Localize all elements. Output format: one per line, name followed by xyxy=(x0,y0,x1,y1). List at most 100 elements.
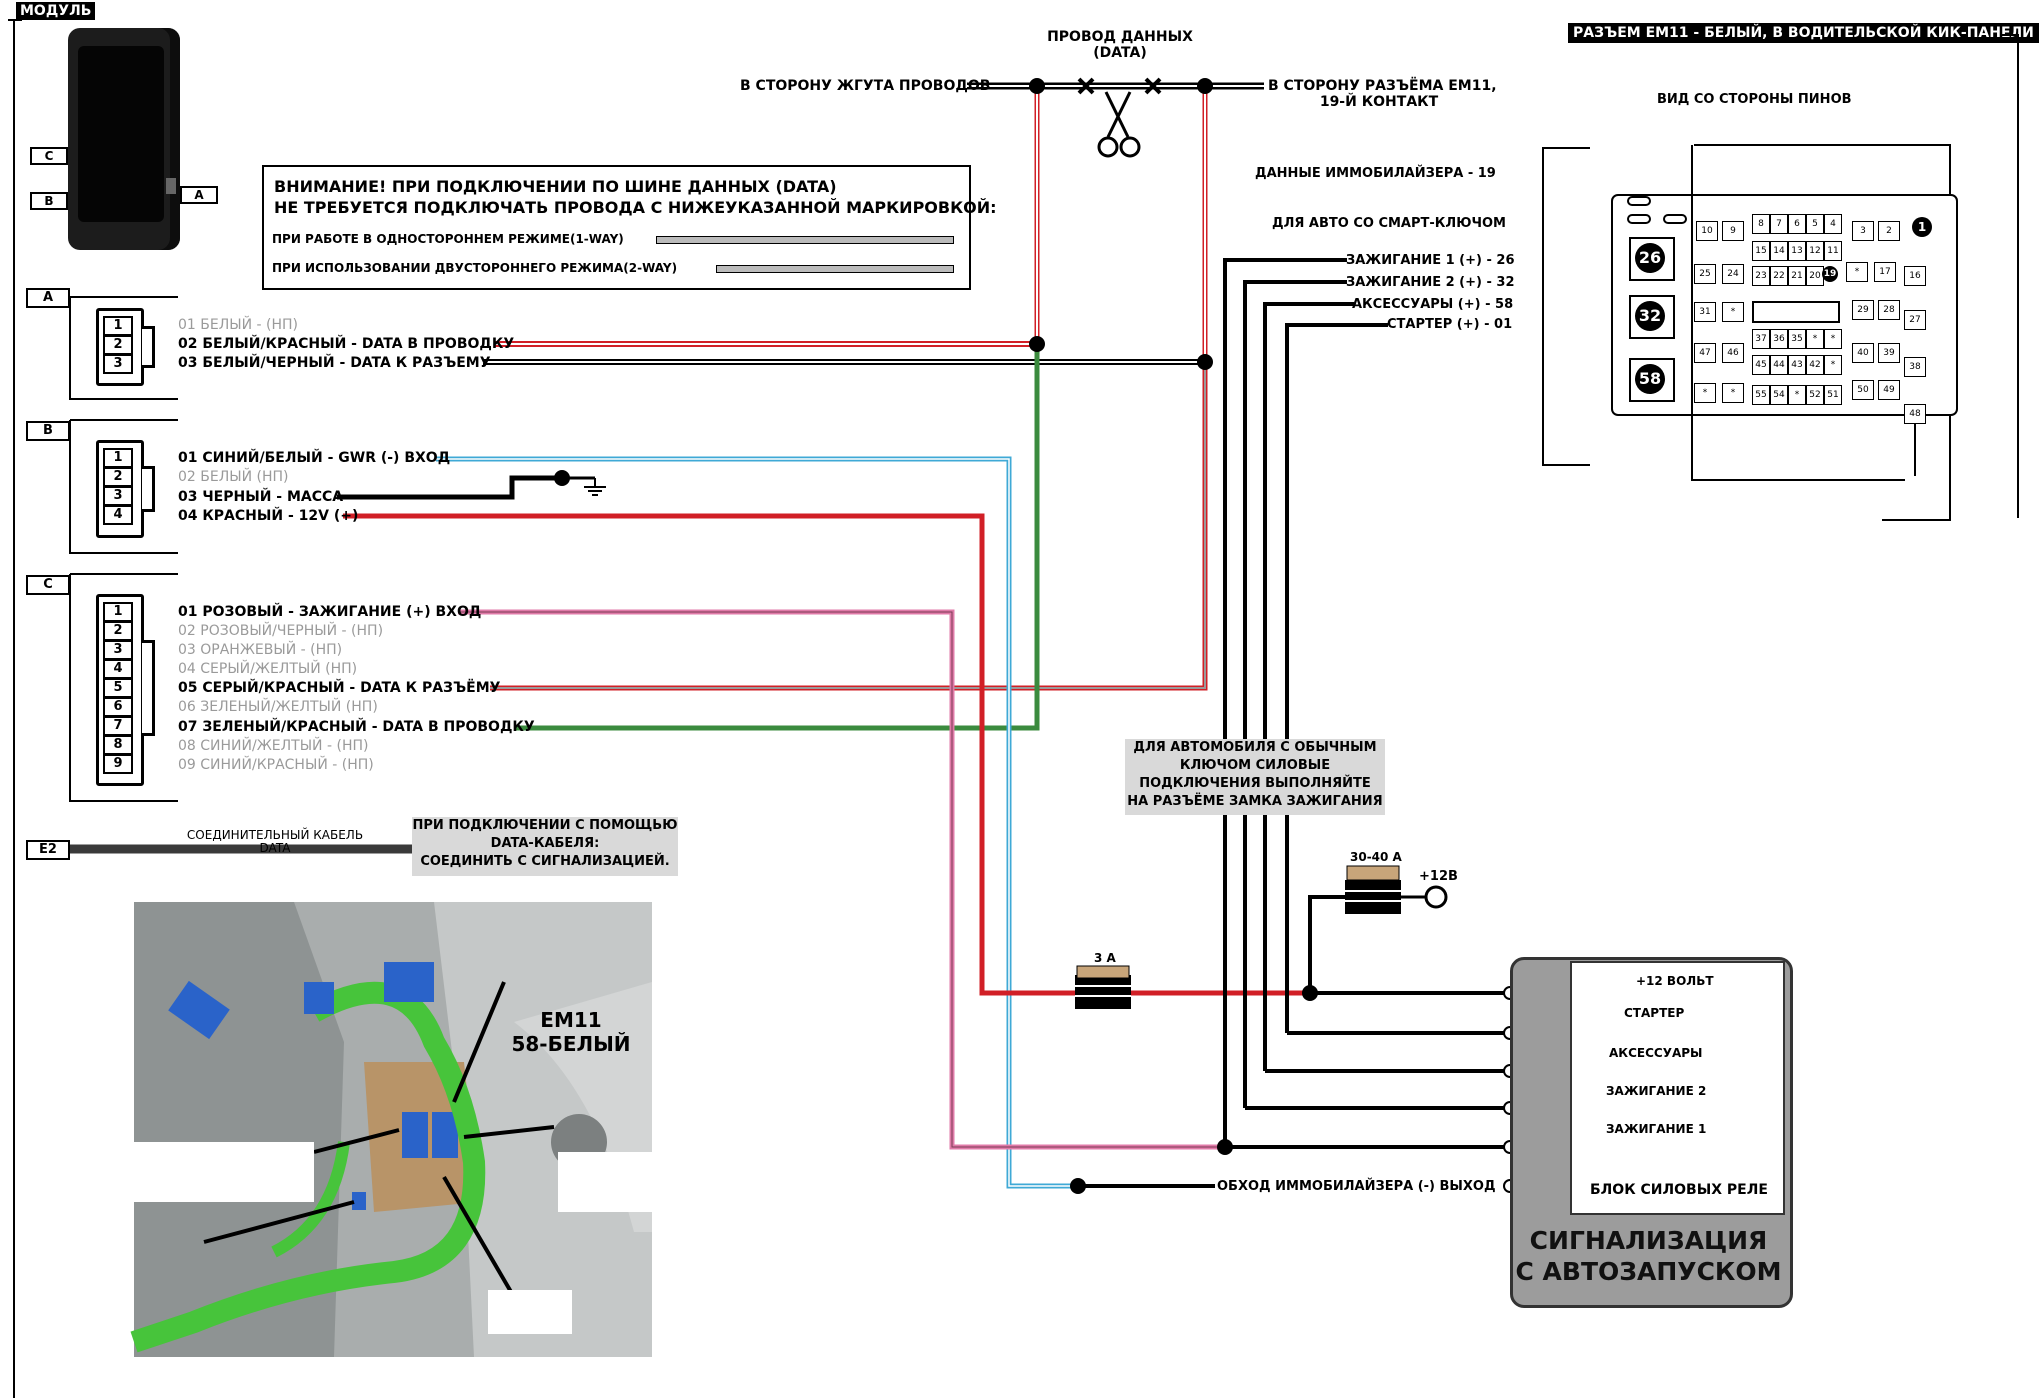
wire-label-c6: 06 ЗЕЛЕНЫЙ/ЖЕЛТЫЙ (НП) xyxy=(178,699,378,715)
fuse-30a-icon xyxy=(1345,865,1401,914)
em11-big-pin: 32 xyxy=(1635,301,1665,331)
photo-label-line2: 58-БЕЛЫЙ xyxy=(511,1032,631,1056)
e2-note-line1: ПРИ ПОДКЛЮЧЕНИИ С ПОМОЩЬЮ xyxy=(412,818,678,833)
em11-cell: 37 xyxy=(1752,329,1770,349)
ign1-label: ЗАЖИГАНИЕ 1 (+) - 26 xyxy=(1346,253,1515,268)
acc-label: АКСЕССУАРЫ (+) - 58 xyxy=(1352,297,1514,312)
regular-key-note: ДЛЯ АВТОМОБИЛЯ С ОБЫЧНЫМ КЛЮЧОМ СИЛОВЫЕ … xyxy=(1125,739,1385,815)
regular-key-line3: ПОДКЛЮЧЕНИЯ ВЫПОЛНЯЙТЕ xyxy=(1139,776,1371,791)
fuse-small-label: 3 А xyxy=(1094,951,1116,965)
to-harness-label: В СТОРОНУ ЖГУТА ПРОВОДОВ xyxy=(740,78,991,94)
warning-twoway: ПРИ ИСПОЛЬЗОВАНИИ ДВУСТОРОННЕГО РЕЖИМА(2… xyxy=(272,261,678,275)
smart-key-label: ДЛЯ АВТО СО СМАРТ-КЛЮЧОМ xyxy=(1272,216,1506,231)
to-em11-line2: 19-Й КОНТАКТ xyxy=(1319,94,1439,110)
scissors-icon xyxy=(1097,91,1141,158)
regular-key-line2: КЛЮЧОМ СИЛОВЫЕ xyxy=(1179,758,1331,773)
em11-cell: 13 xyxy=(1788,241,1806,261)
em11-big-pin: 58 xyxy=(1635,364,1665,394)
pin-c4: 4 xyxy=(103,659,133,679)
plus12-terminal xyxy=(1424,885,1448,909)
e2-note: ПРИ ПОДКЛЮЧЕНИИ С ПОМОЩЬЮ DATA-КАБЕЛЯ: С… xyxy=(412,817,678,876)
wire-label-c8: 08 СИНИЙ/ЖЕЛТЫЙ - (НП) xyxy=(178,738,369,754)
relay-ign1: ЗАЖИГАНИЕ 1 xyxy=(1606,1122,1707,1136)
relay-starter: СТАРТЕР xyxy=(1624,1006,1685,1020)
em11-cell: 54 xyxy=(1770,385,1788,405)
wire-label-c4: 04 СЕРЫЙ/ЖЕЛТЫЙ (НП) xyxy=(178,661,358,677)
e2-note-line2: DATA-КАБЕЛЯ: xyxy=(490,836,600,851)
wire-starter xyxy=(1285,323,1388,1033)
photo-mask-1 xyxy=(134,1142,314,1202)
pin-a1: 1 xyxy=(103,316,133,336)
em11-cell: 22 xyxy=(1770,266,1788,286)
em11-title: РАЗЪЕМ ЕМ11 - БЕЛЫЙ, В ВОДИТЕЛЬСКОЙ КИК-… xyxy=(1568,23,2039,43)
em11-cell: * xyxy=(1722,383,1744,403)
em11-cell: 45 xyxy=(1752,355,1770,375)
group-tag-b: B xyxy=(26,421,70,441)
pin-c5: 5 xyxy=(103,678,133,698)
oneway-wire-sample xyxy=(656,236,954,244)
data-wire-title: ПРОВОД ДАННЫХ (DATA) xyxy=(1030,29,1210,61)
wire-label-a3: 03 БЕЛЫЙ/ЧЕРНЫЙ - DATA К РАЗЪЕМУ xyxy=(178,355,491,371)
pin-c1: 1 xyxy=(103,602,133,622)
em11-cell: 31 xyxy=(1694,302,1716,322)
em11-cell: * xyxy=(1846,262,1868,282)
bracket-a xyxy=(69,297,178,400)
wire-acc xyxy=(1263,302,1354,1071)
fuse-big-label: 30-40 А xyxy=(1350,850,1402,864)
pin-a3: 3 xyxy=(103,354,133,374)
pin-b3: 3 xyxy=(103,486,133,506)
to-em11-line1: В СТОРОНУ РАЗЪЁМА ЕМ11, xyxy=(1268,78,1497,94)
e2-cable-label: СОЕДИНИТЕЛЬНЫЙ КАБЕЛЬ DATA xyxy=(160,829,390,855)
wire-c7 xyxy=(515,344,1040,731)
em11-cell: 5 xyxy=(1806,214,1824,234)
em11-cell: * xyxy=(1788,385,1806,405)
wire-ign2 xyxy=(1243,280,1347,1108)
em11-cell: 46 xyxy=(1722,343,1744,363)
em11-cell: 27 xyxy=(1904,310,1926,330)
em11-cell: * xyxy=(1824,329,1842,349)
wire-label-b2: 02 БЕЛЫЙ (НП) xyxy=(178,469,289,485)
alarm-title-line1: СИГНАЛИЗАЦИЯ xyxy=(1529,1226,1768,1255)
immo-data-label: ДАННЫЕ ИММОБИЛАЙЗЕРА - 19 xyxy=(1255,166,1496,181)
pin-b2: 2 xyxy=(103,467,133,487)
group-tag-a: A xyxy=(26,288,70,308)
e2-cable-line1: СОЕДИНИТЕЛЬНЫЙ КАБЕЛЬ xyxy=(186,828,364,842)
em11-cell: 3 xyxy=(1852,221,1874,241)
em11-cell: 51 xyxy=(1824,385,1842,405)
pin-c6: 6 xyxy=(103,697,133,717)
to-em11-label: В СТОРОНУ РАЗЪЁМА ЕМ11, 19-Й КОНТАКТ xyxy=(1268,78,1497,110)
alarm-title-line2: С АВТОЗАПУСКОМ xyxy=(1515,1257,1782,1286)
twoway-wire-sample xyxy=(716,265,954,273)
em11-cell: 44 xyxy=(1770,355,1788,375)
group-tag-c: C xyxy=(26,575,70,595)
photo-mask-2 xyxy=(558,1152,652,1212)
em11-cell: 16 xyxy=(1904,266,1926,286)
wire-ign1 xyxy=(1223,258,1347,1147)
fuse-3a-icon xyxy=(1075,965,1131,1009)
em11-cell: 24 xyxy=(1722,264,1744,284)
wire-b3 xyxy=(337,475,562,500)
em11-cell: 7 xyxy=(1770,214,1788,234)
em11-big-pin: 26 xyxy=(1635,243,1665,273)
warning-oneway: ПРИ РАБОТЕ В ОДНОСТОРОННЕМ РЕЖИМЕ(1-WAY) xyxy=(272,232,624,246)
em11-cell: 15 xyxy=(1752,241,1770,261)
bracket-c xyxy=(69,574,178,802)
em11-cell: 39 xyxy=(1878,343,1900,363)
port-b-flag: B xyxy=(30,192,68,210)
regular-key-line4: НА РАЗЪЁМЕ ЗАМКА ЗАЖИГАНИЯ xyxy=(1127,794,1383,809)
relay-ign2: ЗАЖИГАНИЕ 2 xyxy=(1606,1084,1707,1098)
photo-label-line1: EM11 xyxy=(540,1008,602,1032)
pin-a2: 2 xyxy=(103,335,133,355)
port-a-flag: A xyxy=(180,186,218,204)
relay-plus12: +12 ВОЛЬТ xyxy=(1636,974,1714,988)
em11-cell: 29 xyxy=(1852,300,1874,320)
em11-cell: 23 xyxy=(1752,266,1770,286)
wire-label-b1: 01 СИНИЙ/БЕЛЫЙ - GWR (-) ВХОД xyxy=(178,450,451,466)
regular-key-line1: ДЛЯ АВТОМОБИЛЯ С ОБЫЧНЫМ xyxy=(1133,740,1377,755)
em11-cell: 6 xyxy=(1788,214,1806,234)
em11-cell: 4 xyxy=(1824,214,1842,234)
em11-cell: 25 xyxy=(1694,264,1716,284)
em11-cell: 10 xyxy=(1696,221,1718,241)
bypass-label: ОБХОД ИММОБИЛАЙЗЕРА (-) ВЫХОД xyxy=(1217,1179,1496,1194)
